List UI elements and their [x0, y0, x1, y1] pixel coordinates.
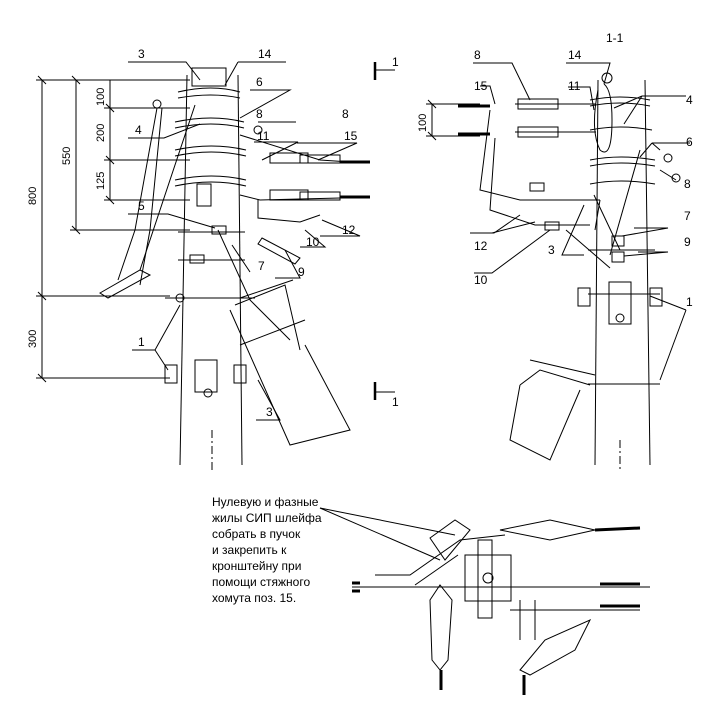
note-line: собрать в пучок — [212, 527, 301, 541]
callout-5: 5 — [138, 199, 145, 213]
clamp-right — [233, 364, 247, 384]
pole-cap — [191, 67, 227, 87]
callout-6: 6 — [256, 75, 263, 89]
detail-bolt — [482, 572, 494, 584]
leaders-left — [128, 61, 361, 421]
pole-bands — [165, 87, 255, 299]
note-line: жилы СИП шлейфа — [212, 511, 322, 525]
dim-300: 300 — [27, 330, 39, 348]
callout-12: 12 — [342, 223, 356, 237]
dim-200: 200 — [95, 124, 107, 142]
detail-clamp-left — [429, 584, 453, 671]
wire-ends-left — [340, 160, 370, 199]
section-mark-bottom: 1 — [392, 395, 399, 409]
dim-100-right: 100 — [417, 114, 429, 132]
callout-14-right: 14 — [568, 48, 582, 62]
cables-left — [117, 104, 351, 341]
dimension-right — [426, 99, 480, 141]
cables-right — [479, 103, 641, 269]
callout-11: 11 — [257, 129, 270, 143]
wire-ends-right — [458, 104, 490, 136]
bracket-upper — [196, 183, 212, 207]
callout-1-right: 1 — [686, 295, 693, 309]
callout-10: 10 — [306, 235, 320, 249]
callout-8-right-b: 8 — [684, 177, 691, 191]
note-line: кронштейну при — [212, 559, 302, 573]
note-leader-2 — [319, 507, 441, 561]
callout-14: 14 — [258, 47, 272, 61]
hook-1 — [152, 99, 162, 109]
callout-3-top: 3 — [138, 47, 145, 61]
note-line: и закрепить к — [212, 543, 287, 557]
callout-12-right: 12 — [474, 239, 488, 253]
detail-clamp-right-top — [499, 519, 596, 541]
note-leader-1 — [319, 507, 456, 536]
callout-10-right: 10 — [474, 273, 488, 287]
callout-8: 8 — [256, 107, 263, 121]
right-view — [426, 62, 690, 470]
dim-550: 550 — [61, 147, 73, 165]
left-view — [36, 61, 395, 470]
bolt-right — [615, 313, 625, 323]
callout-1-left: 1 — [138, 335, 145, 349]
detail-bracket — [477, 539, 493, 619]
loop-14 — [594, 83, 613, 153]
callout-8-right: 8 — [474, 48, 481, 62]
callout-4-right: 4 — [686, 93, 693, 107]
dim-800: 800 — [27, 187, 39, 205]
callout-7-right: 7 — [684, 209, 691, 223]
assembly-note: Нулевую и фазные жилы СИП шлейфа собрать… — [212, 494, 372, 606]
strut — [229, 279, 351, 446]
clamp-left — [164, 364, 178, 384]
strut-right — [509, 359, 596, 461]
callout-9: 9 — [298, 265, 305, 279]
bolt — [203, 388, 213, 398]
callout-3-bottom: 3 — [266, 405, 273, 419]
callout-4: 4 — [135, 123, 142, 137]
detail-cable-2 — [414, 554, 459, 586]
callout-11-right: 11 — [568, 79, 581, 93]
leaders-right — [470, 62, 690, 381]
note-line: помощи стяжного — [212, 575, 311, 589]
labels: 1-1 1 1 800 550 300 100 200 125 100 3 14… — [27, 31, 693, 419]
clamp-right-1 — [577, 287, 591, 307]
section-title: 1-1 — [606, 31, 624, 45]
detail-clamp-top — [429, 519, 471, 561]
note-line: хомута поз. 15. — [212, 591, 297, 605]
pole-right — [594, 79, 651, 470]
hook-3 — [175, 293, 185, 303]
callout-15: 15 — [344, 129, 358, 143]
dimension-lines-left — [36, 75, 190, 383]
dim-125: 125 — [95, 172, 107, 190]
clamps-right — [517, 98, 681, 263]
note-line: Нулевую и фазные — [212, 495, 319, 509]
section-mark-top: 1 — [392, 55, 399, 69]
callout-15-right: 15 — [474, 79, 488, 93]
dim-100-left: 100 — [95, 88, 107, 106]
clamp-right-2 — [649, 287, 663, 307]
detail-clamp-right-bottom — [519, 618, 592, 676]
section-marks — [373, 62, 395, 400]
bracket-lower — [194, 359, 218, 393]
pole-right-bands — [588, 96, 660, 385]
hook-2 — [253, 125, 263, 135]
bracket-right — [608, 281, 632, 325]
pole-left — [179, 74, 243, 470]
callout-9-right: 9 — [684, 235, 691, 249]
detail-view — [319, 507, 650, 695]
detail-plate — [464, 554, 512, 602]
callout-3-right: 3 — [548, 243, 555, 257]
callout-6-right: 6 — [686, 135, 693, 149]
callout-7: 7 — [258, 259, 265, 273]
callout-8b: 8 — [342, 107, 349, 121]
